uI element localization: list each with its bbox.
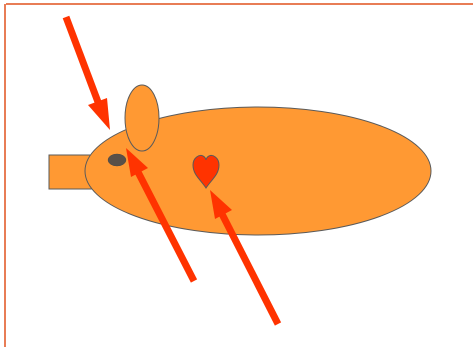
arrow-to-ear xyxy=(66,17,110,130)
ear-shape xyxy=(125,85,159,151)
eye-shape xyxy=(108,154,126,166)
